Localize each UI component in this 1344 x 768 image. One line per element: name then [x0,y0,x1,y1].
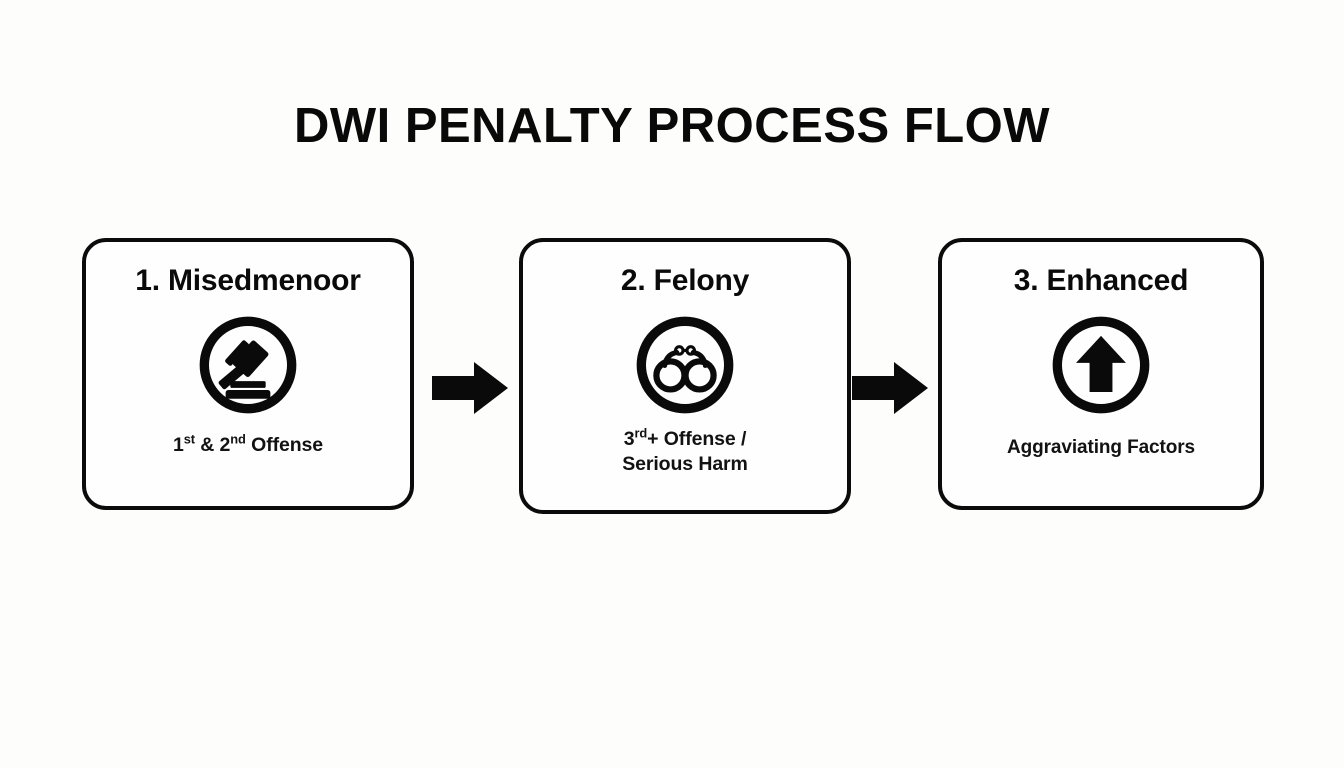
up-arrow-in-circle-icon [1052,316,1150,413]
right-arrow-icon [432,362,508,414]
flow-step-subtitle: 3rd+ Offense / Serious Harm [622,425,748,478]
subtitle-sup-rd: rd [634,425,648,440]
flow-step-card-misdemeanor[interactable]: 1. Misedmenoor 1st & 2nd Offense [82,238,414,510]
flow-step-title: 2. Felony [620,264,750,297]
flow-step-subtitle: Aggraviating Factors [1007,435,1195,460]
handcuffs-in-circle-icon [636,316,734,413]
page-title: DWI PENALTY PROCESS FLOW [293,99,1051,153]
subtitle-part-a: 1 [172,433,184,456]
subtitle-sup-nd: nd [230,431,246,446]
right-arrow-icon [852,362,928,414]
subtitle-part-b: + Offense / [647,427,747,450]
flow-step-subtitle: 1st & 2nd Offense [172,431,324,459]
flow-step-card-enhanced[interactable]: 3. Enhanced Aggraviating Factors [938,238,1264,510]
subtitle-sup-st: st [183,431,195,446]
subtitle-part-c: Offense [245,433,324,456]
subtitle-part-a: Aggraviating Factors [1006,436,1196,458]
subtitle-part-c: Serious Harm [622,453,748,476]
subtitle-part-b: & 2 [194,433,231,456]
flow-step-title: 3. Enhanced [1013,264,1189,297]
flow-step-title: 1. Misedmenoor [135,264,361,297]
gavel-in-circle-icon [199,316,297,413]
subtitle-part-a: 3 [623,427,635,450]
process-flow-row: 1. Misedmenoor 1st & 2nd Offense [82,238,1264,514]
flow-step-card-felony[interactable]: 2. Felony 3rd+ Offense / S [519,238,851,514]
